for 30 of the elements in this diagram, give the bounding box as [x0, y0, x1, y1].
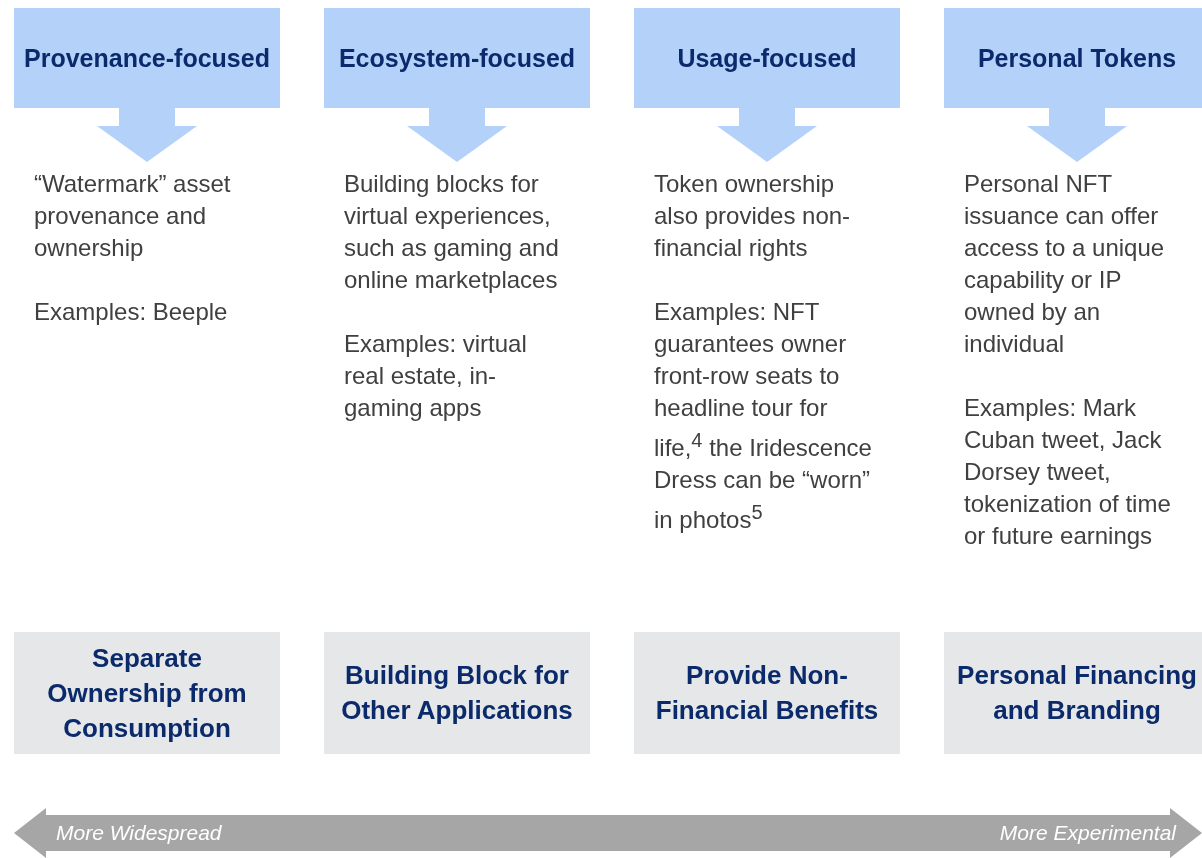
- examples-text: Examples: virtual real estate, in-gaming apps: [344, 329, 528, 423]
- header-text: Personal Tokens: [977, 43, 1177, 73]
- outcome-box: [324, 632, 590, 754]
- description-text: “Watermark” asset provenance and ownership: [34, 169, 232, 263]
- examples-text: Examples: Mark Cuban tweet, Jack Dorsey tweet, tokenization of time or future earnings: [964, 393, 1172, 551]
- description-text: Token ownership also provides non-financial rights: [654, 169, 852, 263]
- block-arrow: [717, 108, 817, 162]
- description-text: Building blocks for virtual experiences, such as gaming and online marketplaces: [344, 169, 560, 295]
- block-arrow: [1027, 108, 1127, 162]
- block-arrow: [97, 108, 197, 162]
- description-text: Personal NFT issuance can offer access to a unique capability or IP owned by an individual: [964, 169, 1166, 359]
- outcome-box: [944, 632, 1202, 754]
- scale-label: More Widespread: [56, 820, 222, 846]
- header-text: Ecosystem-focused: [338, 43, 576, 73]
- examples-text: Examples: Beeple: [34, 297, 229, 327]
- category-header: [634, 8, 900, 108]
- block-arrow: [407, 108, 507, 162]
- category-header: [324, 8, 590, 108]
- header-text: Provenance-focused: [24, 43, 270, 73]
- category-header: [14, 8, 280, 108]
- outcome-box: [634, 632, 900, 754]
- examples-text: Examples: NFT guarantees owner front-row seats to headline tour for life,$^{4}$ the Iridescence Dress can be “worn” in photos$^{5}$: [654, 297, 873, 535]
- header-text: Usage-focused: [677, 43, 857, 73]
- outcome-text: Separate Ownership from Consumption: [46, 641, 248, 745]
- category-header: [944, 8, 1202, 108]
- scale-label: More Experimental: [999, 820, 1176, 846]
- outcome-text: Personal Financing and Branding: [956, 659, 1198, 727]
- outcome-box: [14, 632, 280, 754]
- outcome-text: Provide Non-Financial Benefits: [654, 659, 880, 727]
- outcome-text: Building Block for Other Applications: [340, 659, 574, 727]
